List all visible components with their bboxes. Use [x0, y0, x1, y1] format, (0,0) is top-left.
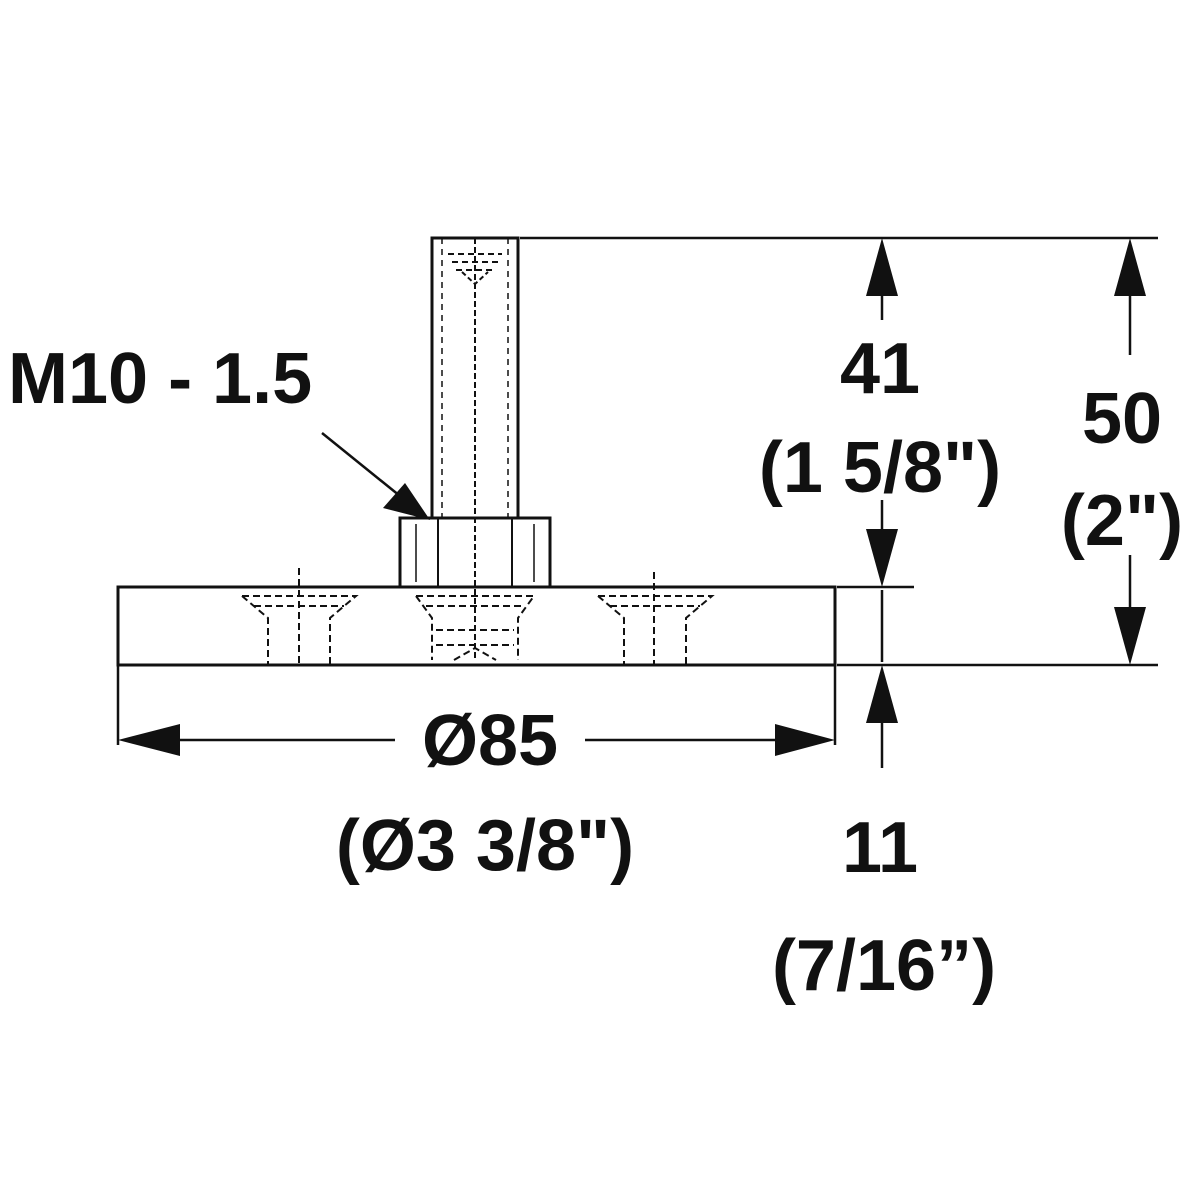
arrow-thread-leader: [383, 483, 430, 520]
base-diameter-in-label: (Ø3 3/8"): [336, 806, 634, 886]
screw-hole-left: [241, 568, 359, 665]
arrow-41-bottom: [866, 529, 898, 587]
arrow-11-up: [866, 665, 898, 723]
base-plate: [116, 585, 837, 667]
screw-hole-right: [597, 572, 715, 665]
base-thickness-in-label: (7/16”): [772, 926, 996, 1006]
dimension-lines: [116, 236, 1158, 768]
arrow-50-bottom: [1114, 607, 1146, 665]
total-height-mm-label: 50: [1082, 379, 1162, 459]
dimension-arrows: [118, 238, 1146, 756]
arrow-85-left: [118, 724, 180, 756]
base-diameter-mm-label: Ø85: [422, 701, 558, 781]
stem-height-mm-label: 41: [840, 329, 920, 409]
center-insert: [415, 595, 536, 661]
arrow-50-top: [1114, 238, 1146, 296]
total-height-in-label: (2"): [1061, 481, 1183, 561]
thread-spec-label: M10 - 1.5: [8, 339, 312, 419]
base-thickness-mm-label: 11: [842, 808, 918, 888]
arrow-85-right: [775, 724, 835, 756]
stem-height-in-label: (1 5/8"): [759, 428, 1001, 508]
leveling-foot-part: [116, 236, 837, 667]
arrow-41-top: [866, 238, 898, 296]
